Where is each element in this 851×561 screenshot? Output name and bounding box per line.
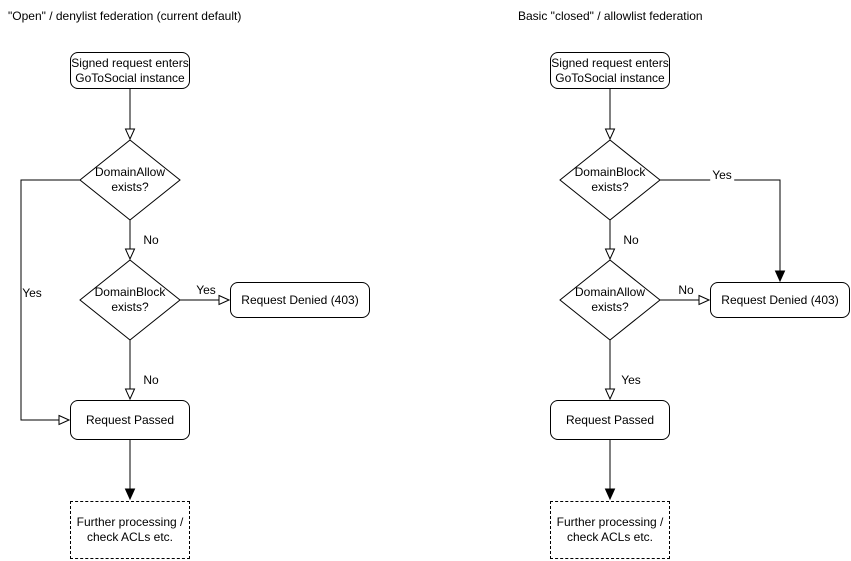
right-diagram-title: Basic "closed" / allowlist federation — [518, 9, 703, 23]
right-edge-label-decision2-yes: Yes — [621, 373, 641, 387]
left-start-node: Signed request enters GoToSocial instanc… — [70, 52, 190, 89]
left-edge-label-decision1-yes: Yes — [22, 286, 42, 300]
left-edge-label-decision1-no: No — [143, 233, 159, 247]
right-edge-label-decision1-yes: Yes — [710, 168, 734, 182]
right-passed-node: Request Passed — [550, 400, 670, 440]
left-edge-decision1-yes-to-passed — [20, 179, 80, 420]
left-passed-node: Request Passed — [70, 400, 190, 440]
right-decision1-diamond-shape — [559, 139, 661, 221]
right-edge-decision1-yes-to-denied — [660, 179, 780, 281]
left-decision2-diamond-shape — [79, 259, 181, 341]
right-edge-label-decision2-no: No — [678, 283, 694, 297]
right-denied-node: Request Denied (403) — [710, 282, 850, 318]
left-further-processing-node: Further processing / check ACLs etc. — [70, 501, 190, 559]
right-edge-label-decision1-no: No — [623, 233, 639, 247]
right-further-processing-node: Further processing / check ACLs etc. — [550, 501, 670, 559]
left-diagram-title: "Open" / denylist federation (current de… — [8, 9, 242, 23]
left-edge-label-decision2-yes: Yes — [196, 283, 216, 297]
right-start-node: Signed request enters GoToSocial instanc… — [550, 52, 670, 89]
left-edge-label-decision2-no: No — [143, 373, 159, 387]
left-denied-node: Request Denied (403) — [230, 282, 370, 318]
right-decision2-diamond-shape — [559, 259, 661, 341]
left-decision1-diamond-shape — [79, 139, 181, 221]
